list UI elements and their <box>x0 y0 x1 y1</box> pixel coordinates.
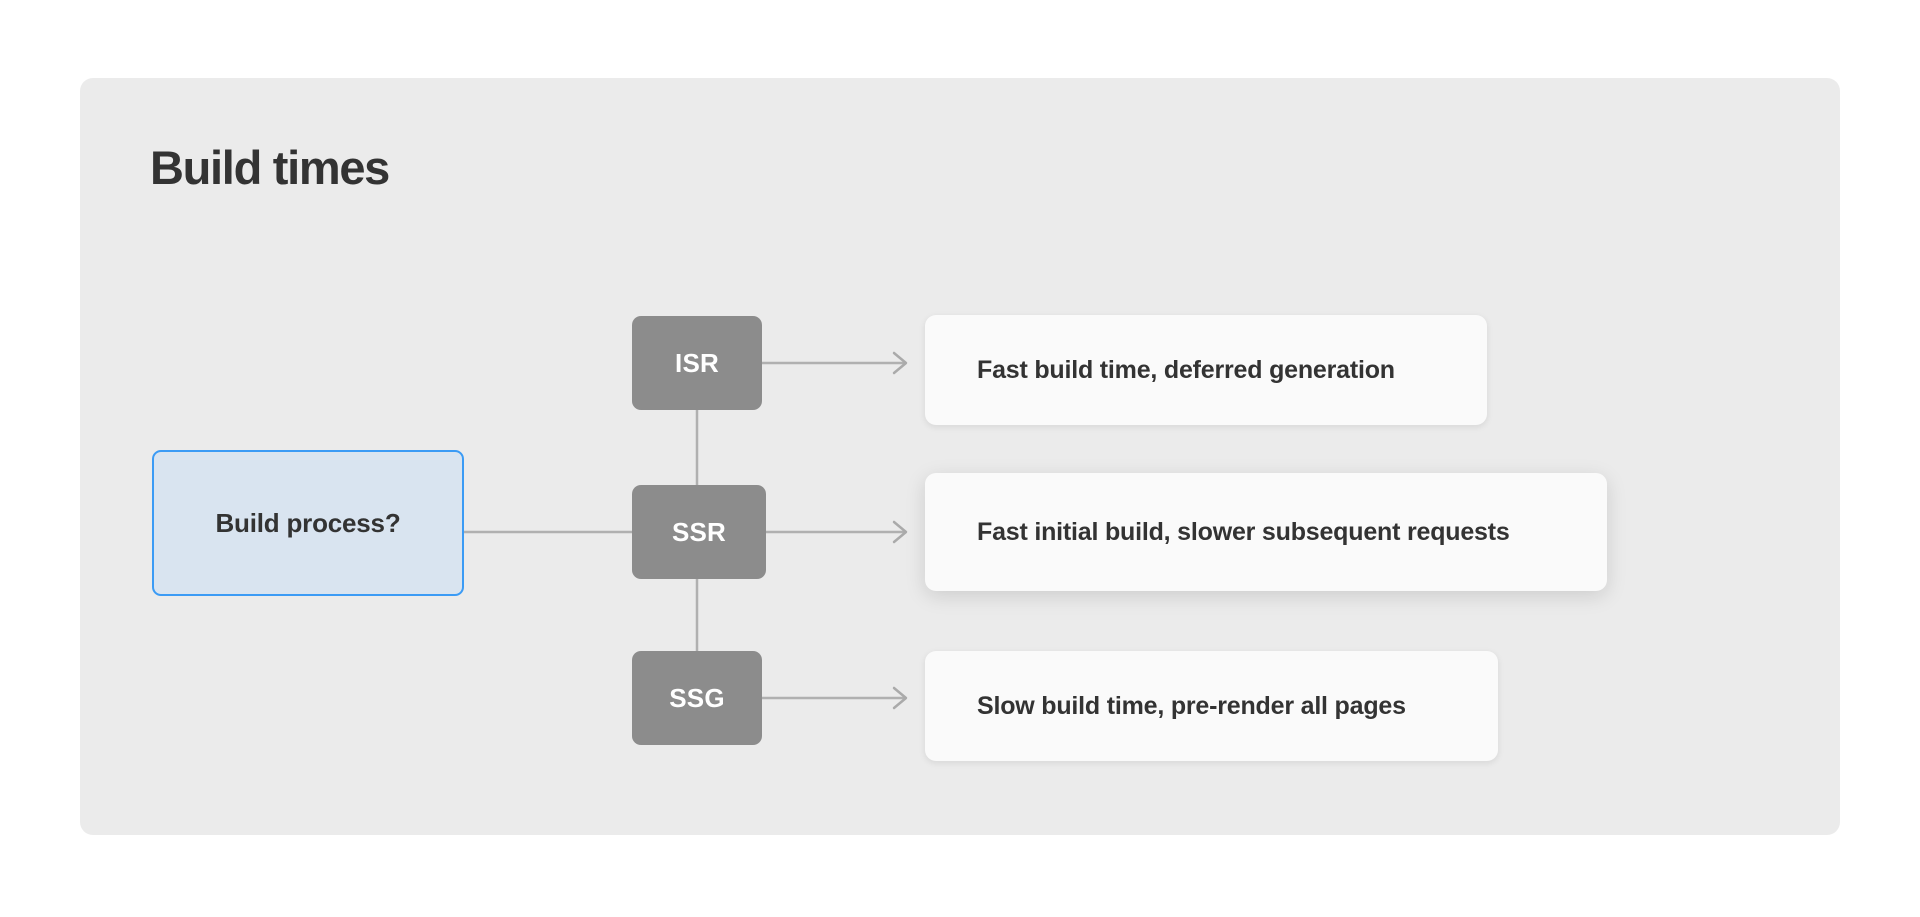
arrowhead-isr-icon <box>892 351 908 375</box>
node-ssr-label: SSR <box>671 516 727 547</box>
node-ssg[interactable]: SSG <box>632 651 762 745</box>
node-build-process-label: Build process? <box>215 507 401 538</box>
outcome-card-isr[interactable]: Fast build time, deferred generation <box>925 315 1487 425</box>
node-isr-label: ISR <box>675 347 719 378</box>
node-isr[interactable]: ISR <box>632 316 762 410</box>
build-times-panel: Build times Build process? ISR <box>80 78 1840 835</box>
build-process-flowchart: Build process? ISR SSR SSG Fast build ti… <box>80 78 1840 835</box>
node-ssr[interactable]: SSR <box>632 485 766 579</box>
arrowhead-ssr-icon <box>892 520 908 544</box>
outcome-card-ssg-label: Slow build time, pre-render all pages <box>977 691 1406 720</box>
node-build-process[interactable]: Build process? <box>152 450 464 596</box>
outcome-card-ssr[interactable]: Fast initial build, slower subsequent re… <box>925 473 1607 591</box>
page-title: Build times <box>150 141 390 194</box>
outcome-card-ssr-label: Fast initial build, slower subsequent re… <box>977 517 1510 546</box>
arrowhead-ssg-icon <box>892 686 908 710</box>
outcome-card-isr-label: Fast build time, deferred generation <box>977 355 1395 384</box>
node-ssg-label: SSG <box>669 682 725 713</box>
outcome-card-ssg[interactable]: Slow build time, pre-render all pages <box>925 651 1498 761</box>
